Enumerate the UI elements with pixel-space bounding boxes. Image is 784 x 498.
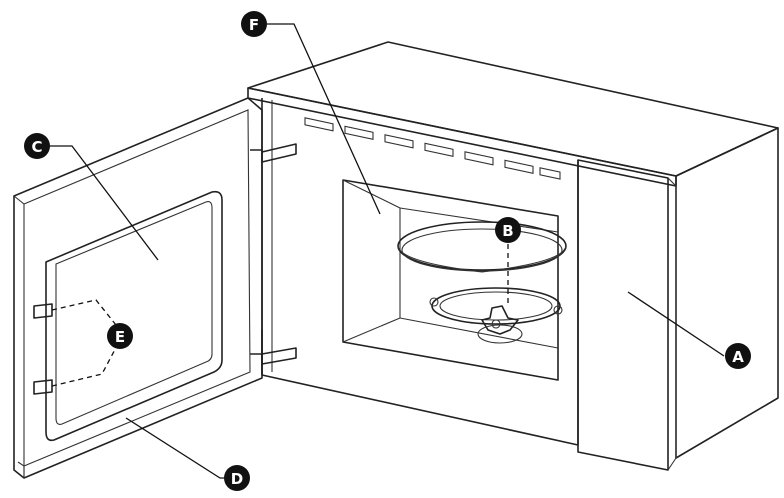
callout-c-badge — [24, 133, 50, 159]
roller-wheel — [429, 297, 439, 307]
callout-f-label: F — [249, 16, 259, 34]
roller-ring — [429, 287, 563, 329]
callout-b: B — [495, 217, 521, 243]
door — [13, 97, 263, 479]
callout-b-label: B — [502, 222, 513, 240]
lower-hinge — [250, 347, 297, 365]
cabinet — [247, 41, 779, 459]
callout-a-badge — [725, 343, 751, 369]
cavity-back-top — [399, 207, 559, 233]
leader-e-lower — [51, 339, 121, 387]
callout-a-label: A — [732, 348, 744, 366]
leader-c — [40, 145, 159, 261]
glass-tray-rim — [401, 228, 563, 272]
vent-slot — [464, 151, 494, 166]
leader-a — [627, 291, 725, 357]
vent-slots — [304, 117, 561, 180]
callout-d: D — [224, 465, 250, 491]
door-window-outer — [45, 190, 223, 442]
cabinet-top — [247, 41, 779, 177]
leader-lines — [40, 23, 725, 479]
upper-hinge — [250, 143, 297, 163]
coupler-base — [477, 324, 523, 344]
control-panel — [577, 159, 677, 471]
callout-d-label: D — [231, 470, 243, 488]
cavity-opening — [342, 179, 559, 381]
roller-ring-outer — [431, 287, 561, 325]
lower-door-latch — [33, 379, 53, 395]
control-panel-edge — [667, 177, 677, 471]
leader-f — [254, 23, 381, 215]
cabinet-front-bottom — [261, 330, 579, 446]
vent-slot — [384, 134, 414, 149]
cavity-back-bottom — [399, 317, 559, 349]
callout-e-badge — [107, 323, 133, 349]
roller-wheel — [491, 319, 501, 329]
callout-d-badge — [224, 465, 250, 491]
upper-door-latch — [33, 303, 53, 319]
callout-f-badge — [241, 11, 267, 37]
callout-c: C — [24, 133, 50, 159]
door-window-inner — [55, 201, 213, 425]
turntable-coupler — [477, 305, 523, 344]
vent-slot — [424, 142, 454, 157]
leader-e-upper — [51, 299, 121, 331]
door-edge — [13, 195, 25, 478]
callout-a: A — [725, 343, 751, 369]
door-hinges — [250, 143, 297, 365]
leader-d — [125, 417, 236, 479]
cabinet-front-rim — [247, 87, 677, 187]
vent-slot — [304, 117, 334, 132]
callout-e: E — [107, 323, 133, 349]
callout-b-badge — [495, 217, 521, 243]
callout-f: F — [241, 11, 267, 37]
glass-tray-underside — [397, 245, 567, 273]
callout-c-label: C — [31, 138, 42, 156]
vent-slot — [504, 159, 534, 174]
door-frame — [13, 97, 263, 479]
door-bottom-lip — [17, 461, 25, 478]
glass-tray — [397, 221, 567, 273]
cavity-left-wall — [342, 179, 401, 343]
vent-slot — [344, 125, 374, 140]
control-panel-face — [577, 159, 669, 471]
roller-ring-inner — [439, 291, 553, 321]
coupler-body — [481, 305, 519, 335]
callout-e-label: E — [115, 328, 125, 346]
door-frame-inner — [23, 109, 251, 467]
roller-wheel — [553, 305, 563, 315]
oven-cavity — [342, 179, 559, 381]
cabinet-right-side — [675, 127, 779, 459]
vent-slot — [539, 167, 561, 180]
